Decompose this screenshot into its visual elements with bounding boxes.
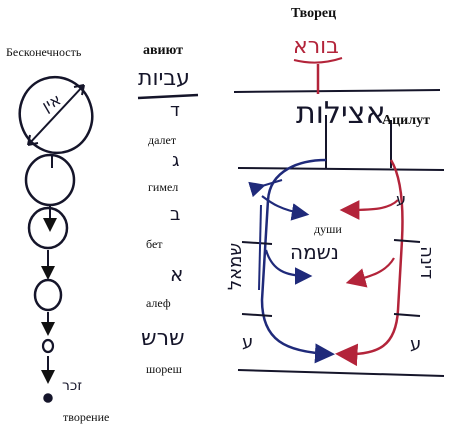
label-souls: души <box>314 222 342 236</box>
hebrew-ayin-left: ע <box>242 332 254 353</box>
hebrew-bet: ב <box>170 204 181 225</box>
hebrew-ayin-top-right: ע <box>396 190 407 209</box>
level-gimel: гимел <box>148 180 179 194</box>
label-aviut: авиют <box>143 43 184 58</box>
blue-loop <box>260 158 335 364</box>
label-atzilut: Ацилут <box>382 113 430 128</box>
hebrew-nefesh: נשמה <box>290 240 339 264</box>
level-shoresh: шореш <box>146 362 182 376</box>
circle-medium <box>27 206 69 250</box>
circle-infinity <box>18 75 94 155</box>
red-loop <box>335 159 404 367</box>
circle-infinity-line <box>27 84 85 146</box>
label-creation: творение <box>63 410 110 424</box>
level-alef: алеф <box>146 296 171 310</box>
level-dalet: далет <box>148 133 177 147</box>
world-lines <box>233 89 445 377</box>
hebrew-left-side: שמאל <box>225 242 247 291</box>
hebrew-ayin-right: ע <box>410 334 422 355</box>
hebrew-dot-text: זכר <box>62 378 83 394</box>
circle-small <box>33 278 63 312</box>
hebrew-creator: בורא <box>293 34 339 59</box>
hebrew-atzilut: אצילות <box>296 96 386 131</box>
label-infinity: Бесконечность <box>6 45 82 59</box>
circle-tiny <box>41 338 55 354</box>
hebrew-right-side: דינה <box>415 246 437 279</box>
level-bet: бет <box>146 237 163 251</box>
hebrew-aviut: עביות <box>138 66 190 91</box>
circle-chain <box>18 75 94 403</box>
circle-large <box>24 153 76 207</box>
hebrew-dalet: ד <box>170 100 180 121</box>
creation-dot <box>43 393 53 403</box>
hebrew-alef: א <box>170 262 184 286</box>
title-creator: Творец <box>291 6 337 21</box>
hebrew-gimel: ג <box>172 150 180 171</box>
aviut-underline <box>137 93 199 100</box>
hebrew-shoresh: שרש <box>141 326 185 351</box>
